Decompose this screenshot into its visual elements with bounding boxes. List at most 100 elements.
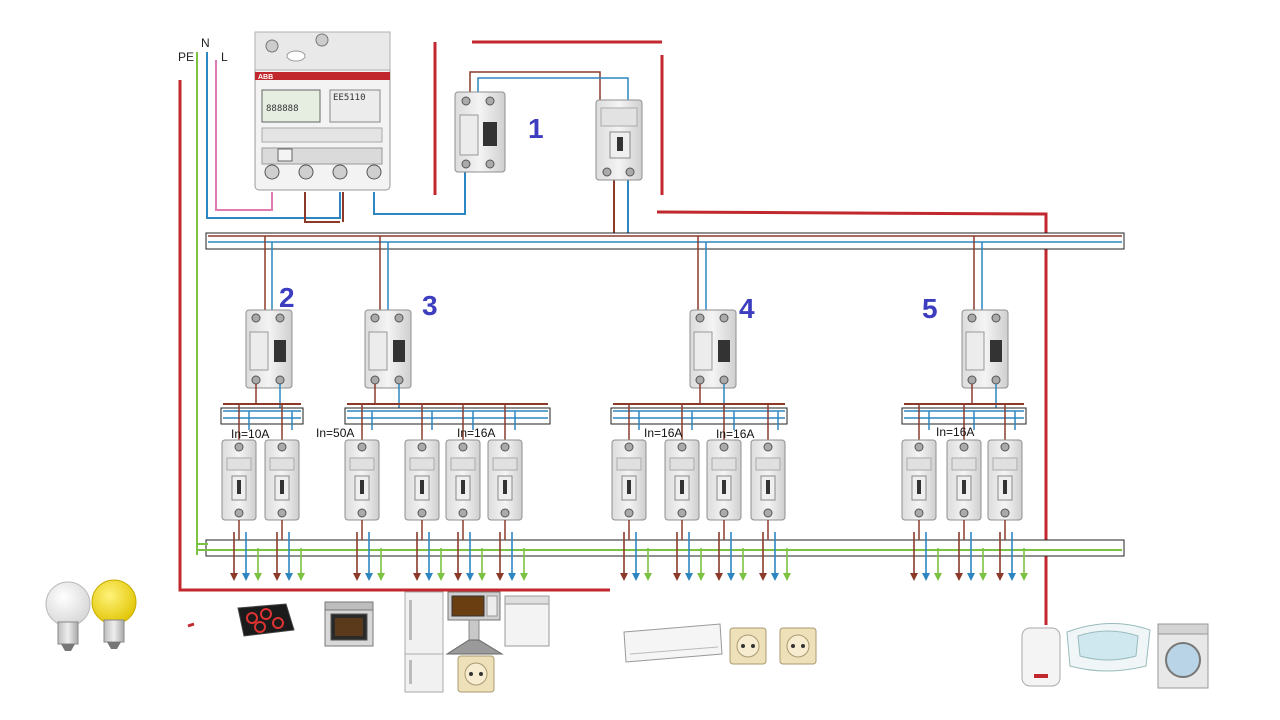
output-arrow (673, 532, 681, 581)
circuit-breaker (706, 439, 742, 521)
output-arrow (644, 548, 652, 581)
rcd1-to-main-phase (469, 71, 601, 100)
output-arrow (242, 532, 250, 581)
n-wire (206, 52, 341, 219)
circuit-breaker (264, 439, 300, 521)
meter-model: EE5110 (333, 93, 366, 103)
group-number-1: 1 (528, 113, 544, 144)
rcd-group (610, 236, 791, 581)
circuit-breaker (987, 439, 1023, 521)
oven-icon (324, 601, 374, 647)
rcd-group (220, 236, 305, 581)
output-arrow (979, 548, 987, 581)
rcd-device (245, 309, 293, 389)
air-conditioner-icon (623, 623, 723, 663)
output-arrow (508, 532, 516, 581)
meter-to-rcd1-phase (304, 192, 340, 223)
white-bulb-icon (45, 581, 91, 651)
socket-icon (457, 655, 495, 693)
kitchen-appliances (404, 591, 550, 693)
energy-meter: ABB 888888 EE5110 (254, 31, 391, 191)
output-arrow (934, 548, 942, 581)
output-arrow (437, 548, 445, 581)
output-arrow (1020, 548, 1028, 581)
top-busbar (205, 232, 1125, 250)
circuit-breaker (664, 439, 700, 521)
rcd-device (364, 309, 412, 389)
output-arrow (454, 532, 462, 581)
output-arrow (496, 532, 504, 581)
rating-label: In=16A (457, 426, 495, 440)
rcd1-to-main-neutral (477, 77, 629, 100)
output-arrow (967, 532, 975, 581)
output-arrow (254, 548, 262, 581)
microwave-icon (447, 591, 501, 621)
output-arrow (685, 532, 693, 581)
socket-icon (729, 627, 767, 665)
output-arrow (1008, 532, 1016, 581)
yellow-bulb-icon (91, 579, 137, 649)
output-arrow (353, 532, 361, 581)
group-number-3: 3 (422, 290, 438, 321)
output-arrow (715, 532, 723, 581)
circuit-breaker (611, 439, 647, 521)
circuit-breaker (445, 439, 481, 521)
output-arrow (771, 532, 779, 581)
output-arrow (365, 532, 373, 581)
socket-icon (779, 627, 817, 665)
meter-display: 888888 (266, 104, 299, 114)
pe-label: PE (178, 50, 194, 64)
output-arrow (230, 532, 238, 581)
output-arrow (520, 548, 528, 581)
output-arrow (632, 532, 640, 581)
dishwasher-icon (504, 595, 550, 647)
output-arrow (466, 532, 474, 581)
rating-label: In=16A (936, 425, 974, 439)
output-arrow (996, 532, 1004, 581)
output-arrow (297, 548, 305, 581)
circuit-breaker (487, 439, 523, 521)
rcd-group (344, 236, 551, 581)
output-arrow (377, 548, 385, 581)
meter-terminals (264, 164, 382, 180)
n-label: N (201, 36, 210, 50)
fridge-icon (404, 591, 444, 693)
output-arrow (273, 532, 281, 581)
rcd-group (901, 236, 1028, 581)
output-arrow (759, 532, 767, 581)
l-label: L (221, 50, 228, 64)
output-arrow (620, 532, 628, 581)
output-arrow (910, 532, 918, 581)
rating-label: In=16A (716, 427, 754, 441)
circuit-breaker (901, 439, 937, 521)
output-arrow (285, 532, 293, 581)
output-arrow (955, 532, 963, 581)
main-breaker (595, 99, 643, 181)
rcd-device (961, 309, 1009, 389)
group-busbar (344, 407, 551, 425)
group-number-4: 4 (739, 293, 755, 324)
circuit-breaker (946, 439, 982, 521)
rating-label: In=16A (644, 426, 682, 440)
rcd-groups (220, 236, 1028, 581)
group-number-5: 5 (922, 293, 938, 324)
circuit-breaker (221, 439, 257, 521)
output-arrow (783, 548, 791, 581)
l-wire (215, 60, 273, 211)
output-arrow (478, 548, 486, 581)
cooker-hood-icon (445, 619, 504, 655)
water-heater-icon (1021, 627, 1061, 687)
circuit-breaker (404, 439, 440, 521)
meter-brand: ABB (258, 74, 273, 81)
washing-machine-icon (1157, 623, 1209, 689)
meter-to-rcd1-neutral (373, 172, 466, 215)
circuit-breaker (344, 439, 380, 521)
supply-wires (196, 52, 629, 555)
hob-icon (237, 603, 295, 637)
earth-busbar (197, 539, 1125, 557)
output-arrow (739, 548, 747, 581)
circuit-breaker (750, 439, 786, 521)
light-bulbs (45, 579, 137, 651)
red-supply-lines (178, 40, 1048, 628)
